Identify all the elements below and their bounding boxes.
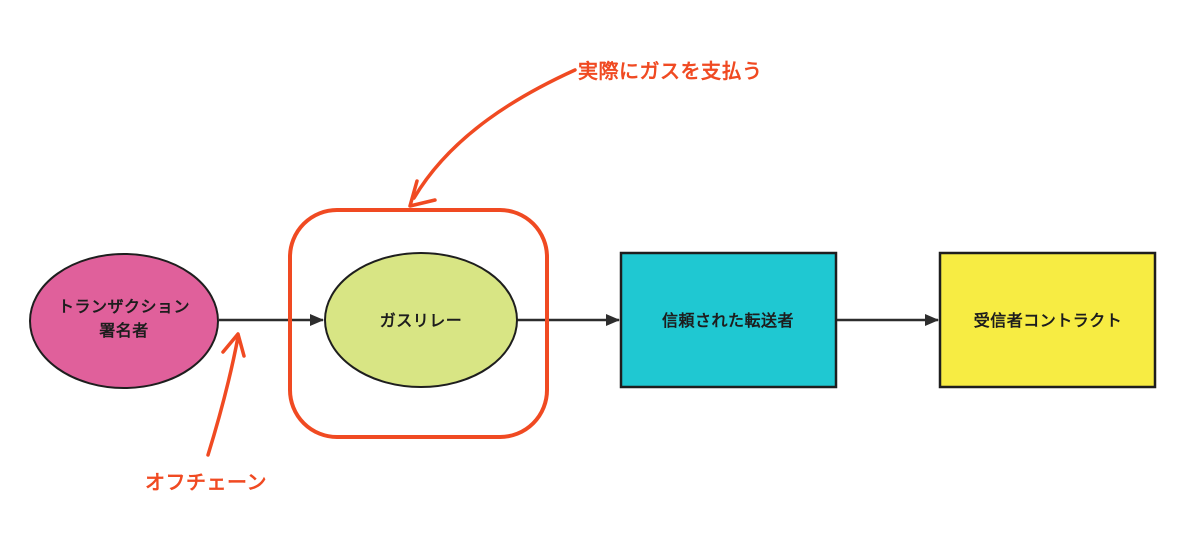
gas-relay-label: ガスリレー <box>380 312 463 330</box>
gas-relay-shape <box>324 252 518 388</box>
transaction-signer-shape <box>29 253 219 389</box>
annotation-pays-gas-label: 実際にガスを支払う <box>578 59 763 83</box>
node-transaction-signer: トランザクション 署名者 <box>29 253 219 389</box>
node-recipient-contract: 受信者コントラクト <box>938 251 1157 389</box>
node-gas-relay: ガスリレー <box>324 252 518 388</box>
annotation-arrow-pays-gas <box>408 68 577 208</box>
recipient-contract-label: 受信者コントラクト <box>974 311 1123 330</box>
transaction-signer-label-line1: トランザクション <box>58 298 190 316</box>
offchain-arrowhead-icon <box>221 332 246 358</box>
recipient-contract-shape <box>938 251 1157 389</box>
transaction-signer-label-line2: 署名者 <box>98 321 149 340</box>
annotation-arrow-offchain <box>206 332 246 457</box>
pays-gas-arrowhead-icon <box>408 179 437 208</box>
node-trusted-forwarder: 信頼された転送者 <box>619 251 838 389</box>
trusted-forwarder-shape <box>619 251 838 389</box>
trusted-forwarder-label: 信頼された転送者 <box>662 311 794 330</box>
gas-relay-highlight-frame <box>288 208 549 439</box>
pays-gas-arrow-curve <box>412 68 577 200</box>
annotation-offchain-label: オフチェーン <box>145 472 267 494</box>
offchain-arrow-curve <box>206 335 240 457</box>
